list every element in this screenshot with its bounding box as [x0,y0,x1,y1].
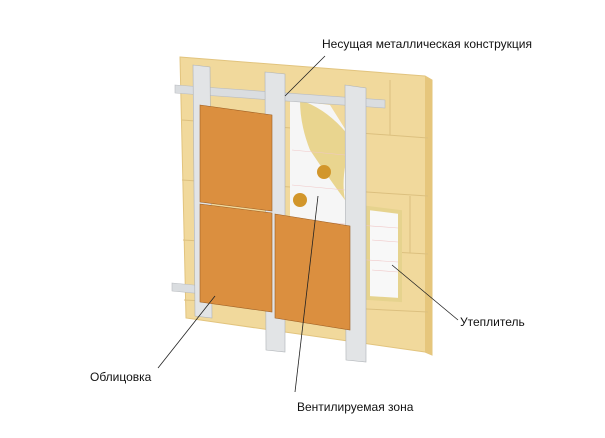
label-cladding: Облицовка [90,370,152,384]
leader-insulation [391,264,459,321]
leader-cladding [157,295,216,369]
leader-ventilated-zone [294,195,319,393]
wall-side [425,76,432,355]
cladding-panels [199,104,351,331]
label-structure: Несущая металлическая конструкция [322,37,532,51]
label-insulation: Утеплитель [460,315,525,329]
label-ventilated-zone: Вентилируемая зона [297,400,414,414]
leader-structure [284,55,326,97]
insulation-torn-edge [300,100,352,200]
insulation-block [366,205,402,303]
dowel [317,165,331,179]
dowel [293,193,307,207]
